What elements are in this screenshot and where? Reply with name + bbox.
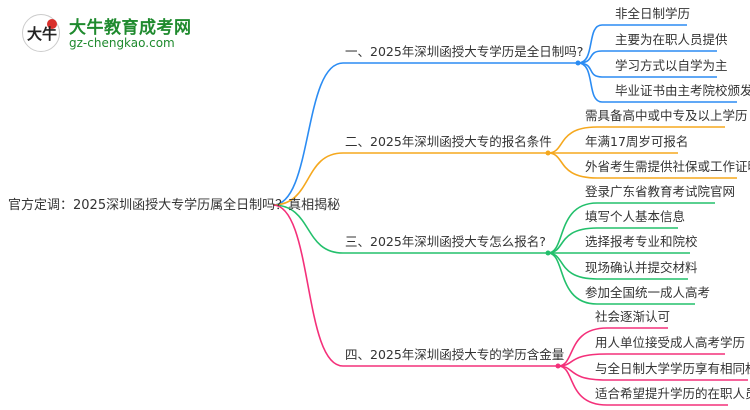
branch-connector — [272, 204, 558, 367]
logo-url: gz-chengkao.com — [69, 36, 175, 50]
leaf-node: 适合希望提升学历的在职人员 — [595, 386, 750, 401]
leaf-node: 登录广东省教育考试院官网 — [585, 184, 736, 199]
leaf-connector — [577, 50, 717, 64]
leaf-node: 填写个人基本信息 — [585, 209, 686, 224]
leaf-node: 选择报考专业和院校 — [585, 234, 698, 249]
logo: 大牛 大牛教育成考网 gz-chengkao.com — [14, 10, 194, 54]
leaf-connector — [547, 252, 695, 305]
branch-knot — [555, 363, 561, 369]
leaf-node: 外省考生需提供社保或工作证明 — [585, 159, 750, 174]
logo-mark-icon: 大牛 — [22, 14, 60, 52]
leaf-node: 毕业证书由主考院校颁发 — [615, 83, 750, 98]
leaf-node: 用人单位接受成人高考学历 — [595, 335, 746, 350]
logo-title: 大牛教育成考网 — [69, 18, 192, 38]
leaf-node: 社会逐渐认可 — [595, 309, 671, 324]
leaf-node: 需具备高中或中专及以上学历 — [585, 108, 748, 123]
branch-node: 一、2025年深圳函授大专学历是全日制吗? — [345, 44, 584, 59]
leaf-connector — [577, 24, 687, 64]
leaf-node: 非全日制学历 — [615, 6, 691, 21]
leaf-node: 学习方式以自学为主 — [615, 58, 728, 73]
branch-connector — [272, 62, 578, 206]
root-node: 官方定调：2025深圳函授大专学历属全日制吗？真相揭秘 — [8, 198, 341, 213]
branch-knot — [575, 60, 581, 66]
leaf-connector — [557, 365, 728, 406]
leaf-connector — [547, 152, 737, 179]
leaf-node: 现场确认并提交材料 — [585, 260, 698, 275]
leaf-connector — [547, 227, 678, 254]
leaf-node: 主要为在职人员提供 — [615, 32, 728, 47]
leaf-node: 参加全国统一成人高考 — [585, 285, 711, 300]
leaf-node: 年满17周岁可报名 — [585, 134, 689, 149]
leaf-connector — [557, 327, 668, 367]
leaf-connector — [547, 202, 715, 254]
branch-connector — [272, 204, 548, 254]
branch-node: 四、2025年深圳函授大专的学历含金量 — [345, 347, 565, 362]
branch-node: 三、2025年深圳函授大专怎么报名? — [345, 234, 546, 249]
leaf-connector — [547, 126, 725, 154]
leaf-connector — [577, 62, 737, 103]
leaf-connector — [557, 353, 725, 367]
branch-knot — [545, 250, 551, 256]
branch-node: 二、2025年深圳函授大专的报名条件 — [345, 134, 552, 149]
branch-connector — [272, 152, 548, 206]
branch-knot — [545, 150, 551, 156]
leaf-node: 与全日制大学学历享有相同权益 — [595, 361, 750, 376]
